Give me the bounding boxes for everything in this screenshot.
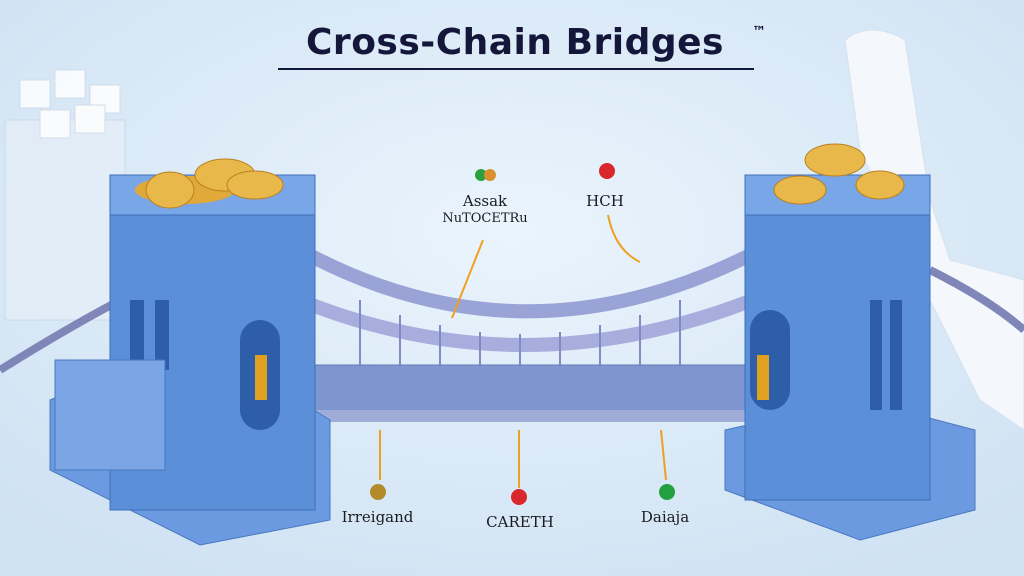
- label-top-left-line1: Assak: [462, 192, 508, 210]
- trademark-symbol: ™: [752, 24, 766, 40]
- left-tower: [49, 158, 331, 546]
- label-bottom-right: Daiaja: [640, 508, 690, 526]
- marker-dot-gold: [370, 484, 386, 500]
- bridge-deck: [231, 243, 824, 422]
- ice-cubes-left: [4, 69, 126, 321]
- ice-rocks-right: [844, 29, 1024, 431]
- marker-dot-red: [599, 163, 615, 179]
- title-underline: [278, 68, 754, 70]
- label-top-left-line2: NuTOCETRu: [442, 211, 528, 226]
- page-title: Cross-Chain Bridges: [306, 22, 724, 63]
- marker-dot-orange: [484, 169, 496, 181]
- marker-dot-red-bottom: [511, 489, 527, 505]
- cable-right: [928, 266, 1024, 333]
- label-top-left: Assak NuTOCETRu: [425, 192, 545, 228]
- label-top-right: HCH: [586, 192, 624, 210]
- right-tower: [724, 143, 976, 541]
- label-bottom-left: Irreigand: [341, 508, 414, 526]
- marker-dot-green-bottom: [659, 484, 675, 500]
- marker-dot-green: [475, 169, 487, 181]
- marker-lines: [379, 214, 667, 488]
- label-bottom-center: CARETH: [486, 513, 554, 531]
